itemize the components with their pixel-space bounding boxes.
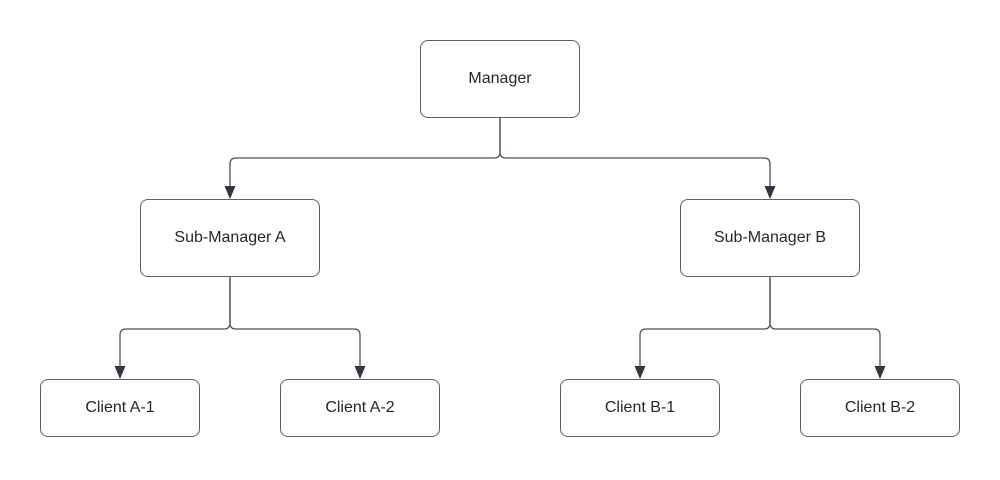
- node-label: Manager: [468, 70, 532, 88]
- edge-sub-manager-a-to-client-a1: [114, 277, 231, 379]
- edge-line: [229, 118, 501, 187]
- node-label: Client A-1: [85, 399, 155, 417]
- arrowhead-icon: [114, 366, 126, 379]
- edge-manager-to-sub-manager-b: [499, 118, 776, 199]
- node-sub-manager-a: Sub-Manager A: [140, 199, 320, 277]
- arrowhead-icon: [764, 186, 776, 199]
- edge-line: [769, 277, 881, 367]
- edge-line: [499, 118, 771, 187]
- node-client-b2: Client B-2: [800, 379, 960, 437]
- node-client-b1: Client B-1: [560, 379, 720, 437]
- arrowhead-icon: [224, 186, 236, 199]
- arrowhead-icon: [354, 366, 366, 379]
- node-label: Client B-2: [844, 399, 916, 417]
- edge-sub-manager-a-to-client-a2: [229, 277, 366, 379]
- arrowhead-icon: [634, 366, 646, 379]
- edge-sub-manager-b-to-client-b1: [634, 277, 771, 379]
- edge-manager-to-sub-manager-a: [224, 118, 501, 199]
- node-label: Client A-2: [325, 399, 395, 417]
- node-label: Sub-Manager B: [713, 229, 827, 247]
- arrowhead-icon: [874, 366, 886, 379]
- node-client-a1: Client A-1: [40, 379, 200, 437]
- edge-line: [119, 277, 231, 367]
- edge-line: [229, 277, 361, 367]
- node-sub-manager-b: Sub-Manager B: [680, 199, 860, 277]
- node-manager: Manager: [420, 40, 580, 118]
- node-label: Sub-Manager A: [174, 229, 286, 247]
- node-label: Client B-1: [604, 399, 676, 417]
- edge-sub-manager-b-to-client-b2: [769, 277, 886, 379]
- node-client-a2: Client A-2: [280, 379, 440, 437]
- edge-line: [639, 277, 771, 367]
